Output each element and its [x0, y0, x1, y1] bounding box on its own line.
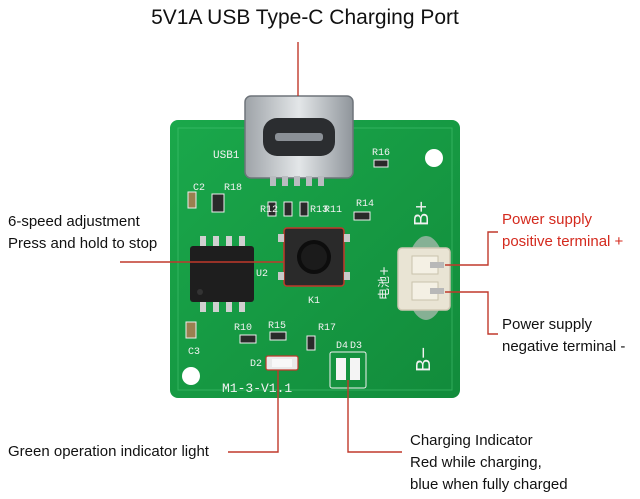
- r16-designator: R16: [372, 148, 390, 159]
- label-charge-3: blue when fully charged: [410, 476, 568, 493]
- push-button-k1: [278, 227, 350, 287]
- led-d4: [336, 358, 346, 380]
- resistor-r14: [353, 211, 371, 221]
- led-d3: [350, 358, 360, 380]
- pointer-lines: [120, 42, 498, 453]
- chip-body: [190, 246, 254, 302]
- label-green-indicator: Green operation indicator light: [8, 443, 209, 460]
- r15-designator: R15: [268, 321, 286, 332]
- resistor-r15: [269, 331, 287, 341]
- pointer-positive: [445, 231, 498, 266]
- title-usb-port: 5V1A USB Type-C Charging Port: [151, 6, 459, 29]
- version-designator: M1-3-V1.1: [222, 381, 292, 396]
- resistor-r18: [211, 193, 225, 213]
- pcb-outline: [177, 127, 453, 391]
- usb-c-port: [244, 95, 354, 186]
- usb-designator: USB1: [213, 150, 240, 162]
- chip-u2: [190, 236, 254, 312]
- r18-designator: R18: [224, 183, 242, 194]
- resistor-r16: [373, 159, 389, 168]
- b-plus-designator: B+: [411, 201, 433, 226]
- b-minus-designator: B−: [413, 347, 435, 372]
- u2-designator: U2: [256, 269, 268, 280]
- leds: [265, 351, 367, 389]
- smd-components: [185, 159, 389, 351]
- label-positive-1: Power supply: [502, 211, 593, 228]
- label-charge-1: Charging Indicator: [410, 432, 533, 449]
- silkscreen-text: R16 C2 R18 R12 R13 R11 R14 U2 K1 R10 R15…: [188, 148, 435, 396]
- mount-hole-top: [425, 149, 443, 167]
- resistor-r10: [239, 334, 257, 344]
- label-negative-1: Power supply: [502, 316, 593, 333]
- label-positive-2: positive terminal +: [502, 233, 624, 250]
- resistor-r17: [306, 335, 316, 351]
- pointer-green-led: [228, 370, 279, 453]
- d4-designator: D4: [336, 341, 348, 352]
- pointer-charge-led: [347, 380, 402, 453]
- r11-designator: R11: [324, 205, 342, 216]
- usb-tongue: [275, 133, 323, 141]
- label-adjust-1: 6-speed adjustment: [8, 213, 140, 230]
- mount-hole-bottom: [182, 367, 200, 385]
- r13-designator: R13: [310, 205, 328, 216]
- resistor-r12: [267, 201, 277, 217]
- r12-designator: R12: [260, 205, 278, 216]
- k1-designator: K1: [308, 296, 320, 307]
- d3-designator: D3: [350, 341, 362, 352]
- c2-designator: C2: [193, 183, 205, 194]
- capacitor-c2: [187, 191, 197, 209]
- d2-designator: D2: [250, 359, 262, 370]
- resistor-r13: [283, 201, 293, 217]
- r14-designator: R14: [356, 199, 374, 210]
- r17-designator: R17: [318, 323, 336, 334]
- pointer-negative: [445, 291, 498, 335]
- c3-designator: C3: [188, 347, 200, 358]
- battery-designator: 电池+: [377, 266, 391, 300]
- label-charge-2: Red while charging,: [410, 454, 542, 471]
- capacitor-c3: [185, 321, 197, 339]
- resistor-r11: [299, 201, 309, 217]
- jst-connector: [397, 236, 451, 320]
- usb-pins: [270, 176, 324, 186]
- label-negative-2: negative terminal -: [502, 338, 626, 355]
- label-adjust-2: Press and hold to stop: [8, 235, 158, 252]
- r10-designator: R10: [234, 323, 252, 334]
